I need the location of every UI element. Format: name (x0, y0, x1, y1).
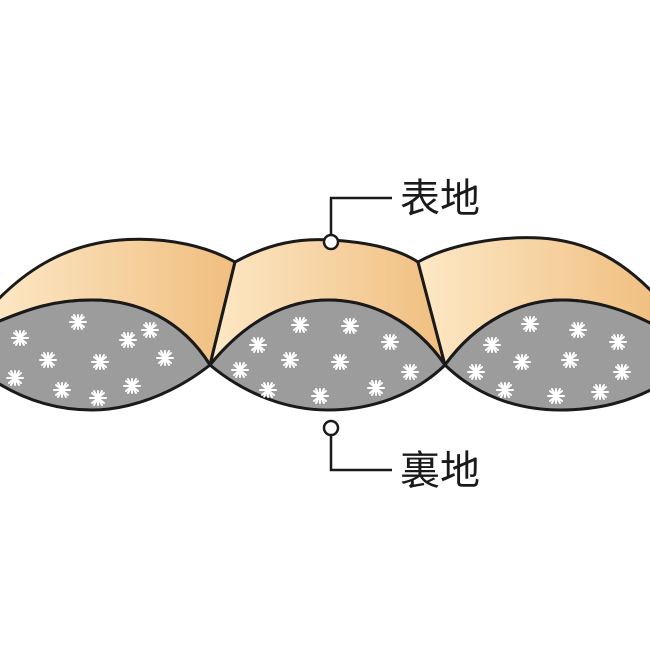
down-filling-right (443, 298, 650, 412)
top-fabric-callout: 表地 (322, 176, 480, 251)
top-fabric-label: 表地 (400, 176, 480, 222)
bottom-fabric-callout: 裏地 (322, 419, 480, 494)
bottom-fabric-label: 裏地 (400, 448, 480, 494)
